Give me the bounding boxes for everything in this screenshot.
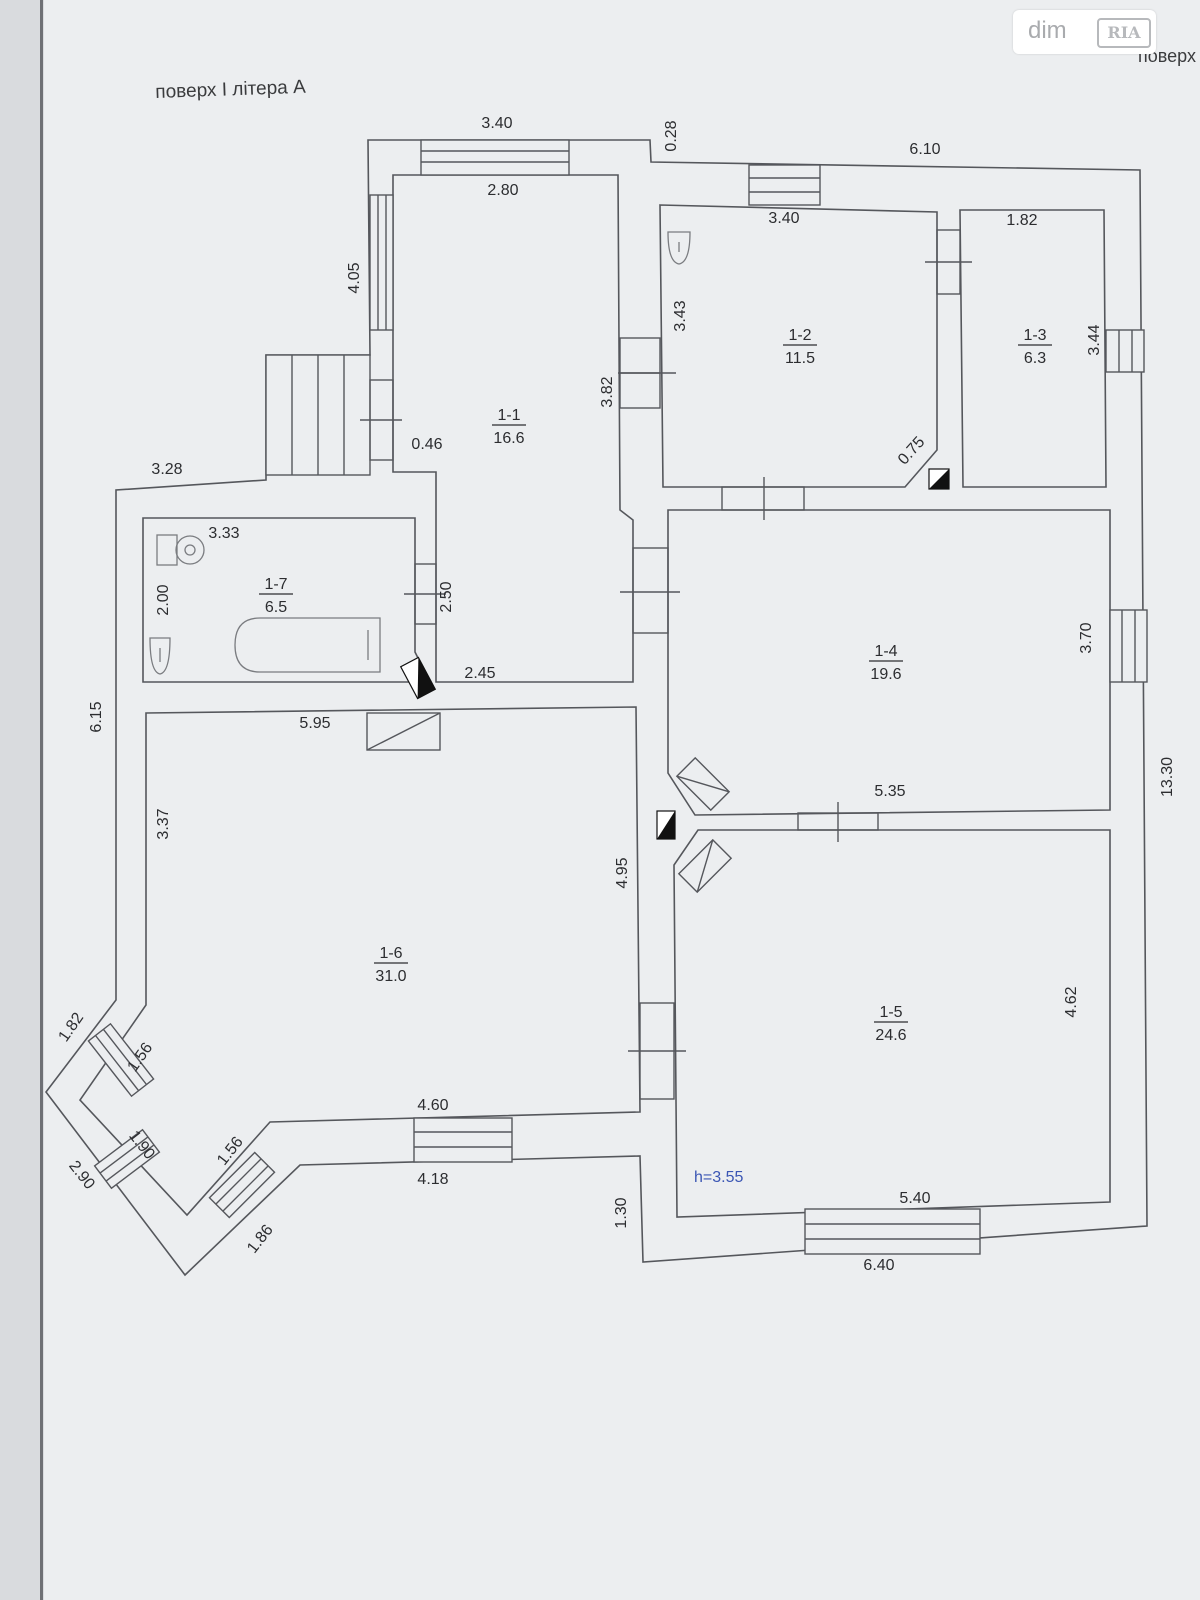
dimria-logo: dim RIA — [1013, 10, 1156, 54]
room-label-1-7: 1-76.5 — [259, 576, 293, 616]
window-diagonal-1 — [87, 1022, 155, 1098]
room-area: 31.0 — [375, 968, 406, 985]
room-code: 1-1 — [497, 407, 520, 424]
dimension-label: 3.33 — [208, 525, 239, 542]
window-right-1-3 — [1105, 329, 1145, 373]
door-1-1-entrance — [360, 379, 402, 461]
room-code: 1-3 — [1023, 327, 1046, 344]
chimney-markers — [399, 468, 950, 840]
dimension-label: 0.46 — [411, 436, 442, 453]
dimension-label: 4.62 — [1063, 986, 1080, 1017]
dimension-label: 1.82 — [1006, 212, 1037, 229]
paper-fold-line — [40, 0, 43, 1600]
room-1-4-outline — [667, 509, 1111, 816]
room-1-6-outline — [78, 706, 641, 1217]
door-1-1-1-4 — [620, 547, 680, 634]
window-bottom-1-6 — [413, 1117, 513, 1163]
room-label-1-1: 1-1 16.6 — [492, 407, 526, 447]
room-label-1-4: 1-4 19.6 — [869, 643, 903, 683]
dimension-label: 2.50 — [438, 581, 455, 612]
dimension-label: 3.82 — [599, 376, 616, 407]
dimension-label: 3.40 — [768, 210, 799, 227]
dimension-label: 13.30 — [1159, 757, 1176, 797]
dimension-label: 2.00 — [155, 584, 172, 615]
room-1-3-outline — [959, 209, 1107, 488]
room-label-1-3: 1-36.3 — [1018, 327, 1052, 367]
room-label-1-6: 1-6 31.0 — [374, 945, 408, 985]
dimension-label: 3.43 — [672, 300, 689, 331]
dimension-label: 2.45 — [464, 665, 495, 682]
window-right-1-4 — [1109, 609, 1148, 683]
room-area: 6.5 — [265, 599, 287, 616]
window-bottom-1-5 — [804, 1208, 981, 1255]
dimension-label: 1.30 — [613, 1197, 630, 1228]
room-code: 1-6 — [379, 945, 402, 962]
dimension-label: 1.82 — [55, 1010, 87, 1045]
room-1-1-outline — [392, 174, 634, 683]
logo-text: dim — [1028, 17, 1067, 44]
dimension-label: 1.56 — [214, 1134, 247, 1169]
bathtub-icon — [234, 617, 381, 673]
door-1-2-1-4 — [721, 477, 805, 520]
dimension-label: 4.18 — [417, 1171, 448, 1188]
door-1-7-1-1 — [404, 563, 446, 625]
room-code: 1-4 — [874, 643, 897, 660]
dimension-label: 6.40 — [863, 1257, 894, 1274]
window-top-1-1 — [420, 139, 570, 176]
stove-1-5 — [677, 838, 733, 894]
dimension-label: 3.28 — [151, 461, 182, 478]
dimension-label: 5.40 — [899, 1190, 930, 1207]
dimension-label: 4.60 — [417, 1097, 448, 1114]
room-area: 11.5 — [785, 350, 815, 367]
dimension-label: 3.70 — [1078, 622, 1095, 653]
dimension-label: 1.86 — [244, 1222, 277, 1257]
room-code: 1-2 — [788, 327, 811, 344]
door-1-6-1-5 — [628, 1002, 686, 1100]
room-1-5-outline — [673, 829, 1111, 1218]
window-top-1-2 — [748, 164, 821, 206]
dimension-label: 0.28 — [663, 120, 680, 151]
ceiling-height-label: h=3.55 — [694, 1169, 743, 1186]
logo-badge: RIA — [1097, 18, 1151, 48]
toilet-icon — [156, 534, 205, 566]
sink-icon-1-2 — [667, 231, 691, 265]
window-left-1-1 — [369, 194, 394, 331]
dimension-label: 3.40 — [481, 115, 512, 132]
room-area: 19.6 — [870, 666, 901, 683]
room-code: 1-7 — [264, 576, 287, 593]
porch-steps — [265, 354, 371, 476]
dimension-label: 4.05 — [346, 262, 363, 293]
room-code: 1-5 — [879, 1004, 902, 1021]
stove-1-6 — [366, 712, 441, 751]
dimension-label: 1.56 — [124, 1040, 156, 1075]
dimension-label: 3.37 — [155, 808, 172, 839]
dimension-label: 3.44 — [1086, 324, 1103, 355]
sink-icon-1-7 — [149, 637, 171, 675]
door-1-2-1-3 — [925, 229, 972, 295]
dimension-label: 2.80 — [487, 182, 518, 199]
room-label-1-2: 1-2 11.5 — [783, 327, 817, 367]
dimension-label: 5.35 — [874, 783, 905, 800]
door-1-4-1-5 — [797, 802, 879, 842]
dimension-label: 6.15 — [88, 701, 105, 732]
room-area: 24.6 — [875, 1027, 906, 1044]
door-1-1-1-2 — [618, 337, 676, 409]
dimension-label: 0.75 — [895, 434, 929, 469]
window-diagonal-2 — [93, 1128, 161, 1190]
room-area: 6.3 — [1024, 350, 1046, 367]
dimension-label: 5.95 — [299, 715, 330, 732]
room-label-1-5: 1-5 24.6 — [874, 1004, 908, 1044]
room-1-2-outline — [659, 204, 938, 488]
dimension-label: 6.10 — [909, 141, 940, 158]
paper-edge — [0, 0, 44, 1600]
stove-1-4 — [675, 756, 731, 812]
window-diagonal-3 — [208, 1151, 276, 1219]
room-area: 16.6 — [493, 430, 524, 447]
dimension-label: 4.95 — [614, 857, 631, 888]
dimension-label: 2.90 — [65, 1158, 98, 1193]
